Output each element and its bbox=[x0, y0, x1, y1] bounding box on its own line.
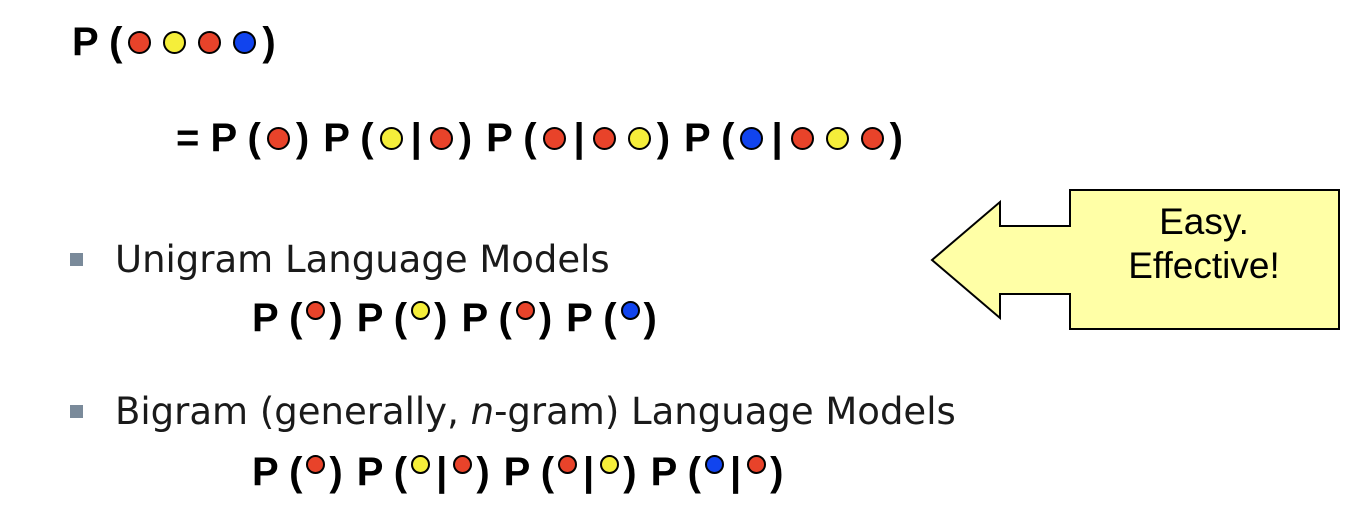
formula-token: P ( bbox=[252, 296, 303, 341]
red-word-dot bbox=[542, 126, 566, 150]
formula-token: ) bbox=[434, 296, 448, 341]
bigram-label: Bigram (generally, n-gram) Language Mode… bbox=[115, 390, 956, 434]
callout-line-2: Effective! bbox=[1128, 245, 1280, 286]
blue-word-dot bbox=[740, 126, 764, 150]
formula-token: ) bbox=[476, 450, 490, 495]
formula-token: ) bbox=[643, 296, 657, 341]
red-word-dot bbox=[747, 454, 767, 474]
formula-token: P ( bbox=[684, 116, 735, 161]
chain-rule-formula: = P () P ( |) P ( |) P ( |) bbox=[176, 112, 917, 162]
red-word-dot bbox=[515, 300, 535, 320]
formula-token: ) bbox=[538, 296, 553, 341]
red-word-dot bbox=[860, 126, 884, 150]
yellow-word-dot bbox=[379, 126, 403, 150]
formula-token: P ( bbox=[323, 116, 374, 161]
formula-token: P ( bbox=[566, 296, 617, 341]
bullet-marker bbox=[70, 253, 83, 266]
blue-word-dot bbox=[233, 30, 257, 54]
formula-token: ) bbox=[329, 296, 343, 341]
given-bar: | bbox=[583, 450, 595, 495]
formula-token: ) bbox=[295, 116, 310, 161]
formula-token: ) bbox=[889, 116, 903, 161]
red-word-dot bbox=[266, 126, 290, 150]
callout-text: Easy. Effective! bbox=[1073, 200, 1335, 320]
formula-token: P ( bbox=[503, 450, 555, 495]
bigram-label-suffix: -gram) Language Models bbox=[494, 390, 956, 433]
yellow-word-dot bbox=[411, 300, 431, 320]
red-word-dot bbox=[790, 126, 814, 150]
formula-token: P ( bbox=[72, 20, 123, 65]
unigram-formula: P () P () P () P () bbox=[252, 292, 671, 342]
given-bar: | bbox=[436, 450, 448, 495]
joint-probability-formula: P () bbox=[72, 16, 290, 66]
formula-token: P ( bbox=[486, 116, 537, 161]
yellow-word-dot bbox=[411, 454, 431, 474]
given-bar: | bbox=[573, 116, 585, 161]
red-word-dot bbox=[198, 30, 222, 54]
formula-token: P ( bbox=[461, 296, 512, 341]
formula-token: = P ( bbox=[176, 116, 261, 161]
red-word-dot bbox=[453, 454, 473, 474]
bigram-label-prefix: Bigram (generally, bbox=[115, 390, 471, 433]
formula-token: ) bbox=[623, 450, 637, 495]
bigram-label-italic: n bbox=[470, 390, 495, 433]
formula-token: P ( bbox=[650, 450, 701, 495]
formula-token: ) bbox=[458, 116, 473, 161]
bigram-formula: P () P ( |) P ( |) P ( |) bbox=[252, 446, 797, 496]
given-bar: | bbox=[729, 450, 742, 495]
formula-token: P ( bbox=[356, 450, 408, 495]
formula-token: ) bbox=[770, 450, 784, 495]
yellow-word-dot bbox=[825, 126, 849, 150]
red-word-dot bbox=[306, 454, 326, 474]
callout-arrow bbox=[930, 189, 1340, 330]
formula-token: ) bbox=[262, 20, 276, 65]
bullet-marker bbox=[70, 405, 83, 418]
callout-line-1: Easy. bbox=[1159, 201, 1249, 242]
yellow-word-dot bbox=[627, 126, 651, 150]
formula-token: ) bbox=[656, 116, 671, 161]
red-word-dot bbox=[128, 30, 152, 54]
formula-token: P ( bbox=[252, 450, 303, 495]
blue-word-dot bbox=[620, 300, 640, 320]
formula-token: P ( bbox=[356, 296, 408, 341]
given-bar: | bbox=[410, 116, 422, 161]
red-word-dot bbox=[306, 300, 326, 320]
yellow-word-dot bbox=[163, 30, 187, 54]
red-word-dot bbox=[429, 126, 453, 150]
red-word-dot bbox=[592, 126, 616, 150]
yellow-word-dot bbox=[600, 454, 620, 474]
given-bar: | bbox=[771, 116, 783, 161]
red-word-dot bbox=[558, 454, 578, 474]
formula-token: ) bbox=[329, 450, 343, 495]
unigram-label: Unigram Language Models bbox=[115, 238, 610, 281]
blue-word-dot bbox=[704, 454, 724, 474]
